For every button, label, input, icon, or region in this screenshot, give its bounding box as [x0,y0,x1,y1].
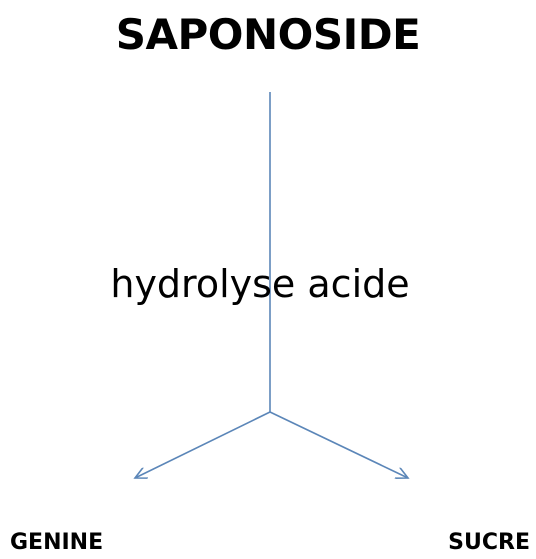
product-sucre: SUCRE [448,530,530,555]
reactant-title: SAPONOSIDE [115,10,421,59]
product-genine: GENINE [10,530,104,555]
reaction-condition-label: hydrolyse acide [110,262,410,306]
arrow-to-genine [135,411,271,478]
arrow-to-sucre [269,411,408,478]
